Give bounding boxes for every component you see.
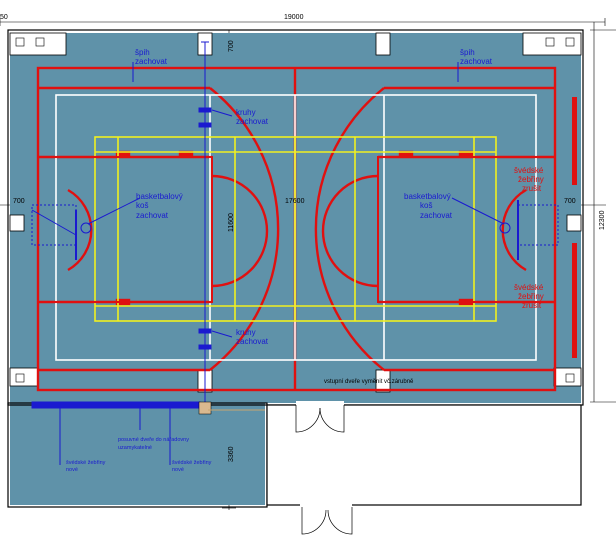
- label-kruhy-bottom-1: kruhy: [236, 328, 256, 337]
- label-entry-door: vstupní dveře vyměnit vč.zárubně: [324, 379, 414, 385]
- dim-total-width: 19000: [284, 14, 304, 21]
- label-new-bars-right-2: nové: [172, 467, 184, 473]
- dim-mid-width: 17600: [285, 198, 305, 205]
- label-sliding-door-2: uzamykatelné: [118, 445, 152, 451]
- dim-right-wing: 700: [564, 198, 576, 205]
- label-new-bars-left-1: švédské žebřiny: [66, 460, 106, 466]
- label-zebriny-upper-2: žebřiny: [518, 175, 544, 184]
- label-zebriny-lower-1: švédské: [514, 283, 544, 292]
- label-kruhy-bottom-2: zachovat: [236, 337, 269, 346]
- door-swings: [295, 405, 353, 535]
- label-zebriny-lower-3: zrušit: [522, 301, 542, 310]
- dim-left-small: 50: [0, 14, 8, 21]
- door-opening-foyer: [300, 503, 352, 509]
- label-new-bars-left-2: nové: [66, 467, 78, 473]
- label-spih-right-1: špih: [460, 48, 475, 57]
- label-zebriny-upper-3: zrušit: [522, 184, 542, 193]
- label-basket-right-3: zachovat: [420, 211, 453, 220]
- wall-bars-remove: [572, 97, 577, 358]
- label-kruhy-top-2: zachovat: [236, 117, 269, 126]
- dim-top-gap: 700: [228, 40, 235, 52]
- badminton-court: [94, 136, 497, 322]
- label-basket-right-1: basketbalový: [404, 192, 451, 201]
- label-zebriny-lower-2: žebřiny: [518, 292, 544, 301]
- label-spih-left-2: zachovat: [135, 57, 168, 66]
- label-basket-left-3: zachovat: [136, 211, 169, 220]
- dim-left-wing: 700: [13, 198, 25, 205]
- storage-floor: [10, 403, 265, 505]
- label-new-bars-right-1: švédské žebřiny: [172, 460, 212, 466]
- equipment: [31, 41, 559, 465]
- label-sliding-door-1: posuvné dveře do nářadovny: [118, 437, 189, 443]
- label-spih-left-1: špih: [135, 48, 150, 57]
- label-zebriny-upper-1: švédské: [514, 166, 544, 175]
- storage-marker: [198, 401, 212, 415]
- dim-court-height: 11600: [228, 213, 235, 232]
- label-spih-right-2: zachovat: [460, 57, 493, 66]
- dim-lower-height: 3360: [228, 446, 235, 462]
- foyer-room: [266, 404, 582, 506]
- label-basket-left-1: basketbalový: [136, 192, 183, 201]
- door-opening-gym: [296, 401, 344, 407]
- label-basket-right-2: koš: [420, 201, 432, 210]
- basketball-keys: [37, 156, 556, 303]
- dim-total-height: 12300: [599, 210, 606, 230]
- label-kruhy-top-1: kruhy: [236, 108, 256, 117]
- label-basket-left-2: koš: [136, 201, 148, 210]
